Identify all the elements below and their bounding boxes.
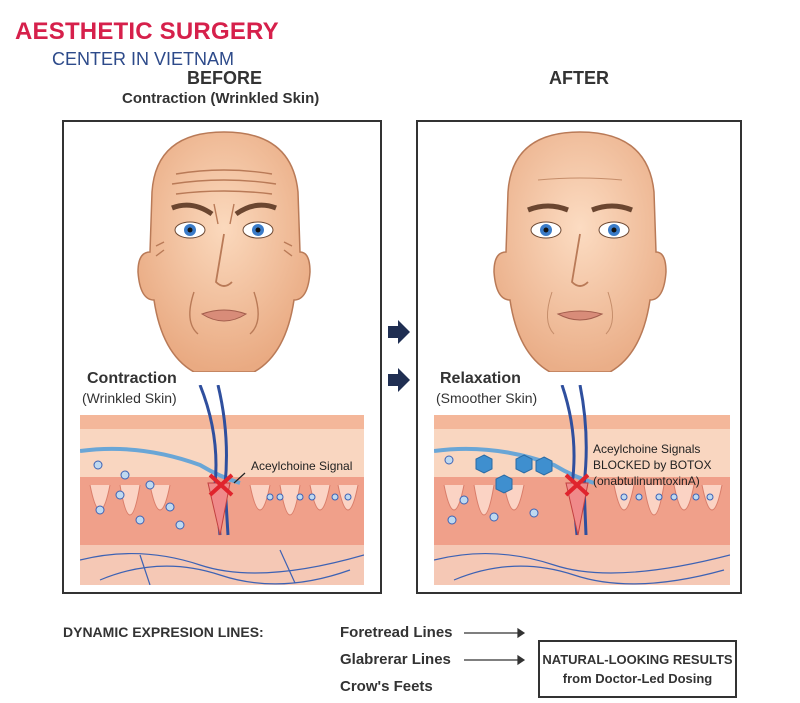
result-line-1: NATURAL-LOOKING RESULTS: [542, 652, 733, 667]
line-item-forehead: Foretread Lines: [340, 624, 453, 641]
before-signal-note: Aceylchoine Signal: [251, 459, 353, 473]
line-item-glabellar: Glabrerar Lines: [340, 651, 451, 668]
after-label-title: Relaxation: [440, 370, 521, 387]
after-signal-note-2: BLOCKED by BOTOX: [593, 458, 712, 472]
before-label-sub: (Wrinkled Skin): [82, 390, 177, 406]
after-face-illustration: [493, 131, 667, 372]
line-arrows: [464, 627, 526, 666]
before-label-title: Contraction: [87, 370, 177, 387]
before-heading: BEFORE: [187, 68, 263, 88]
before-skin-cross-section: [80, 385, 364, 585]
brand-subtitle: CENTER IN VIETNAM: [52, 49, 235, 69]
line-item-crows-feet: Crow's Feets: [340, 678, 433, 695]
brand-title: AESTHETIC SURGERY: [15, 18, 279, 45]
transition-arrows: [388, 320, 410, 392]
after-signal-note-3: (onabtulinumtoxinA): [593, 474, 700, 488]
dynamic-lines-label: DYNAMIC EXPRESION LINES:: [63, 624, 264, 640]
result-box: NATURAL-LOOKING RESULTS from Doctor-Led …: [538, 640, 737, 698]
after-skin-cross-section: [434, 385, 730, 585]
arrow-right-icon: [388, 320, 410, 344]
arrow-right-icon: [388, 368, 410, 392]
after-signal-note-1: Aceylchoine Signals: [593, 442, 701, 456]
before-subheading: Contraction (Wrinkled Skin): [122, 90, 320, 107]
after-heading: AFTER: [549, 68, 609, 88]
after-label-sub: (Smoother Skin): [436, 390, 538, 406]
result-line-2: from Doctor-Led Dosing: [562, 671, 713, 686]
before-face-illustration: [137, 131, 311, 372]
